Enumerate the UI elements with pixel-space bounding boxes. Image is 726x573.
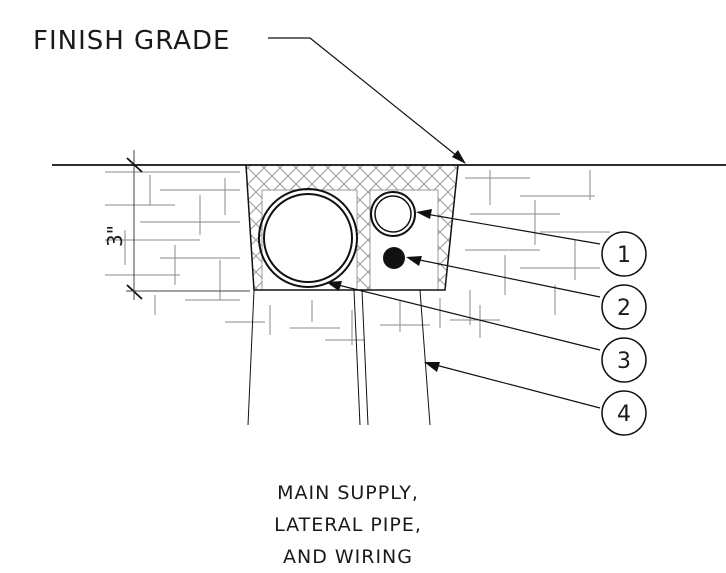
callout-4: 4 xyxy=(601,390,647,436)
caption: MAIN SUPPLY, LATERAL PIPE, AND WIRING xyxy=(274,482,422,568)
callout-2: 2 xyxy=(601,284,647,330)
finish-grade-label: FINISH GRADE xyxy=(33,26,230,56)
svg-text:3: 3 xyxy=(617,349,631,374)
finish-grade-leader xyxy=(268,37,463,161)
callout-leaders xyxy=(329,212,601,409)
svg-text:1: 1 xyxy=(617,243,631,268)
guide-lines xyxy=(247,289,431,426)
svg-text:2: 2 xyxy=(617,296,631,321)
callout-3: 3 xyxy=(601,337,647,383)
depth-dimension xyxy=(126,150,250,300)
finish-grade-arrowhead xyxy=(452,150,466,164)
wiring-bundle xyxy=(383,247,405,269)
main-supply-pipe xyxy=(258,188,358,288)
dimension-label: 3" xyxy=(103,225,127,247)
svg-text:LATERAL PIPE,: LATERAL PIPE, xyxy=(274,514,422,536)
callout-arrowheads xyxy=(326,209,440,372)
svg-text:AND WIRING: AND WIRING xyxy=(283,546,413,568)
svg-text:MAIN SUPPLY,: MAIN SUPPLY, xyxy=(277,482,419,504)
soil-hatch-bottom xyxy=(225,298,500,345)
trench-backfill xyxy=(246,165,458,291)
soil-hatch-left xyxy=(105,171,240,315)
callout-1: 1 xyxy=(601,231,647,277)
trench-outline xyxy=(245,164,459,291)
svg-text:4: 4 xyxy=(617,402,631,427)
lateral-pipe xyxy=(370,191,416,237)
soil-hatch-right xyxy=(465,170,610,325)
